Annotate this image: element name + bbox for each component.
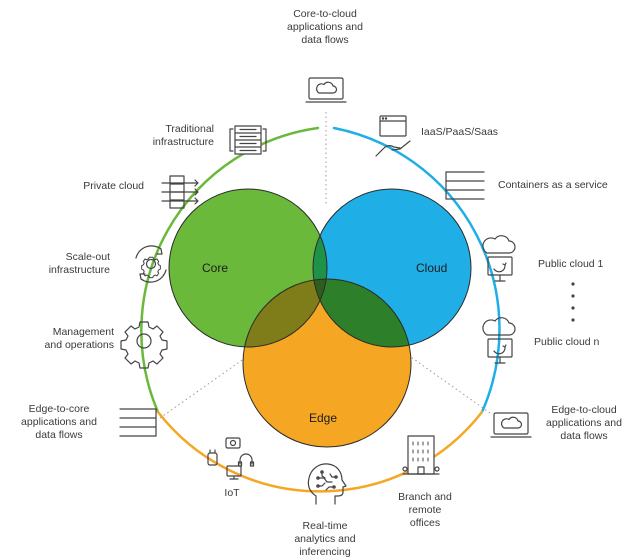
- server-rack-icon: [229, 125, 267, 155]
- building-icon: [402, 435, 440, 475]
- core-edge-overlap: [243, 279, 327, 347]
- iot-label: IoT: [224, 487, 240, 499]
- containers-icon: [445, 171, 485, 200]
- edge-to-cloud-label: Edge-to-cloud applications and data flow…: [546, 404, 622, 442]
- realtime-label: Real-time analytics and inferencing: [294, 520, 356, 558]
- stack-icon: [119, 408, 157, 437]
- public-cloud-1-label: Public cloud 1: [538, 258, 604, 270]
- public-cloud-n-label: Public cloud n: [534, 336, 600, 348]
- gear-icon: [120, 321, 168, 369]
- laptop-cloud-icon: [490, 412, 532, 438]
- iaas-label: IaaS/PaaS/Saas: [421, 126, 499, 138]
- cloud-ring-arc: [332, 126, 501, 414]
- core-ring-arc: [140, 126, 320, 414]
- browser-hand-icon: [375, 115, 411, 157]
- scale-out-label: Scale-out infrastructure: [48, 251, 110, 276]
- traditional-label: Traditional infrastructure: [152, 123, 214, 148]
- edge-ring-arc: [156, 410, 484, 493]
- branch-label: Branch and remote offices: [398, 491, 452, 529]
- left-divider: [159, 357, 246, 419]
- cycle-gear-icon: [135, 245, 167, 283]
- edge-label: Edge: [309, 411, 337, 425]
- head-brain-icon: [307, 463, 347, 505]
- core-to-cloud-label: Core-to-cloud applications and data flow…: [287, 8, 363, 46]
- iot-devices-icon: [207, 437, 255, 480]
- management-label: Management and operations: [44, 326, 114, 351]
- right-divider: [407, 354, 491, 414]
- ellipsis-dots: [571, 282, 575, 322]
- server-arrows-icon: [161, 175, 199, 209]
- laptop-cloud-icon: [305, 77, 347, 103]
- core-label: Core: [202, 261, 228, 275]
- cloud-monitor-icon: [482, 317, 516, 364]
- cloud-monitor-icon: [482, 235, 516, 282]
- cloud-edge-overlap: [313, 279, 411, 347]
- private-cloud-label: Private cloud: [83, 180, 144, 192]
- edge-to-core-label: Edge-to-core applications and data flows: [21, 403, 97, 441]
- cloud-label: Cloud: [416, 261, 447, 275]
- containers-label: Containers as a service: [498, 179, 608, 191]
